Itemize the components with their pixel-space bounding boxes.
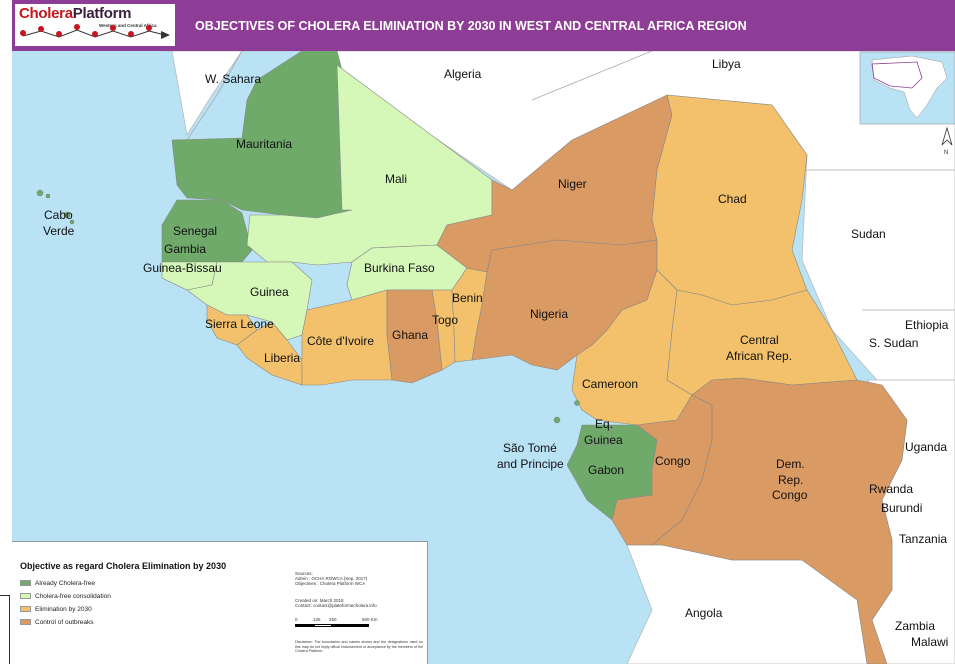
logo-brand-dark: Platform xyxy=(72,5,132,22)
label-s-sudan: S. Sudan xyxy=(869,336,918,350)
header-bar: CholeraPlatform Western and Central Afri… xyxy=(12,0,955,51)
north-arrow-icon: N xyxy=(941,126,953,156)
scale-bar xyxy=(295,624,391,627)
logo-brand-red: Cholera xyxy=(19,5,73,22)
sao-tome-islands xyxy=(553,400,580,424)
label-burkina-faso: Burkina Faso xyxy=(364,261,435,275)
label-mauritania: Mauritania xyxy=(236,137,292,151)
legend-item-label: Cholera-free consolidation xyxy=(35,593,111,600)
legend-item-cholera-free-consolidation: Cholera-free consolidation xyxy=(20,593,111,602)
label-gabon: Gabon xyxy=(588,463,624,477)
label-benin: Benin xyxy=(452,291,483,305)
logo-brand: CholeraPlatform xyxy=(19,5,132,22)
legend-item-label: Already Cholera-free xyxy=(35,580,95,587)
label-tanzania: Tanzania xyxy=(899,532,947,546)
label-niger: Niger xyxy=(558,177,587,191)
cameroon-shape xyxy=(571,269,693,426)
page-edge-marker xyxy=(0,595,10,664)
label-verde: Verde xyxy=(43,224,75,238)
drc-shape xyxy=(651,377,908,664)
scale-tick-0: 0 xyxy=(295,617,298,622)
legend-swatch xyxy=(20,580,31,587)
label-guinea-bissau: Guinea-Bissau xyxy=(143,261,222,275)
legend-panel: Objective as regard Cholera Elimination … xyxy=(12,541,428,664)
label-eq-guinea: Guinea xyxy=(584,433,623,447)
logo-subtitle: Western and Central Africa xyxy=(99,23,157,28)
label-cote-divoire: Côte d'Ivoire xyxy=(307,334,374,348)
label-gambia: Gambia xyxy=(164,242,206,256)
label-liberia: Liberia xyxy=(264,351,300,365)
label-dem: Dem. xyxy=(776,457,805,471)
legend-swatch xyxy=(20,593,31,600)
label-sierra-leone: Sierra Leone xyxy=(205,317,274,331)
label-african-rep: African Rep. xyxy=(726,349,792,363)
created-date: Created on: March 2018 xyxy=(295,598,344,603)
label-nigeria: Nigeria xyxy=(530,307,568,321)
legend-title: Objective as regard Cholera Elimination … xyxy=(20,561,227,571)
legend-item-elimination-by-2030: Elimination by 2030 xyxy=(20,606,92,615)
label-togo: Togo xyxy=(432,313,458,327)
map-frame: CholeraPlatform Western and Central Afri… xyxy=(12,0,955,664)
scale-tick-250: 250 xyxy=(329,617,337,622)
contact-info: Contact: contact@plateformecholera.info xyxy=(295,603,377,608)
north-arrow-label: N xyxy=(944,150,948,156)
legend-item-label: Control of outbreaks xyxy=(35,619,94,626)
scale-tick-125: 125 xyxy=(313,617,321,622)
cholera-platform-logo: CholeraPlatform Western and Central Afri… xyxy=(15,4,175,46)
label-drc-congo: Congo xyxy=(772,488,808,502)
sources-objectives: Objectives : Cholera Platform WCA xyxy=(295,581,366,586)
legend-item-control-of-outbreaks: Control of outbreaks xyxy=(20,619,94,628)
label-eq: Eq. xyxy=(595,417,613,431)
label-zambia: Zambia xyxy=(895,619,935,633)
label-and-principe: and Principe xyxy=(497,457,564,471)
label-ethiopia: Ethiopia xyxy=(905,318,949,332)
label-burundi: Burundi xyxy=(881,501,922,515)
label-senegal: Senegal xyxy=(173,224,217,238)
label-rep: Rep. xyxy=(778,473,803,487)
scale-tick-500: 500 Km xyxy=(362,617,378,622)
inset-locator-map xyxy=(859,51,955,125)
sources-admin: Admin : OCHA ROWCA (Sep. 2017) xyxy=(295,576,368,581)
label-w-sahara: W. Sahara xyxy=(205,72,261,86)
label-ghana: Ghana xyxy=(392,328,428,342)
label-chad: Chad xyxy=(718,192,747,206)
cabo-verde-islands xyxy=(36,189,75,225)
label-cabo: Cabo xyxy=(44,208,73,222)
legend-swatch xyxy=(20,619,31,626)
label-guinea: Guinea xyxy=(250,285,289,299)
legend-item-label: Elimination by 2030 xyxy=(35,606,92,613)
legend-swatch xyxy=(20,606,31,613)
label-sao-tome: São Tomé xyxy=(503,441,557,455)
label-malawi: Malawi xyxy=(911,635,948,649)
label-algeria: Algeria xyxy=(444,67,482,81)
label-congo: Congo xyxy=(655,454,691,468)
label-sudan: Sudan xyxy=(851,227,886,241)
label-cameroon: Cameroon xyxy=(582,377,638,391)
legend-item-already-cholera-free: Already Cholera-free xyxy=(20,580,95,589)
label-angola: Angola xyxy=(685,606,723,620)
label-central: Central xyxy=(740,333,779,347)
label-uganda: Uganda xyxy=(905,440,947,454)
map-title: OBJECTIVES OF CHOLERA ELIMINATION BY 203… xyxy=(195,19,747,33)
label-rwanda: Rwanda xyxy=(869,482,913,496)
label-mali: Mali xyxy=(385,172,407,186)
logo-pins-graphic xyxy=(20,24,170,39)
map-canvas: N W. Sahara Algeria Libya Mauritania Mal… xyxy=(36,51,955,664)
sources-heading: Sources: xyxy=(295,571,313,576)
disclaimer-text: Disclaimer: The boundaries and names sho… xyxy=(295,640,423,654)
label-libya: Libya xyxy=(712,57,741,71)
